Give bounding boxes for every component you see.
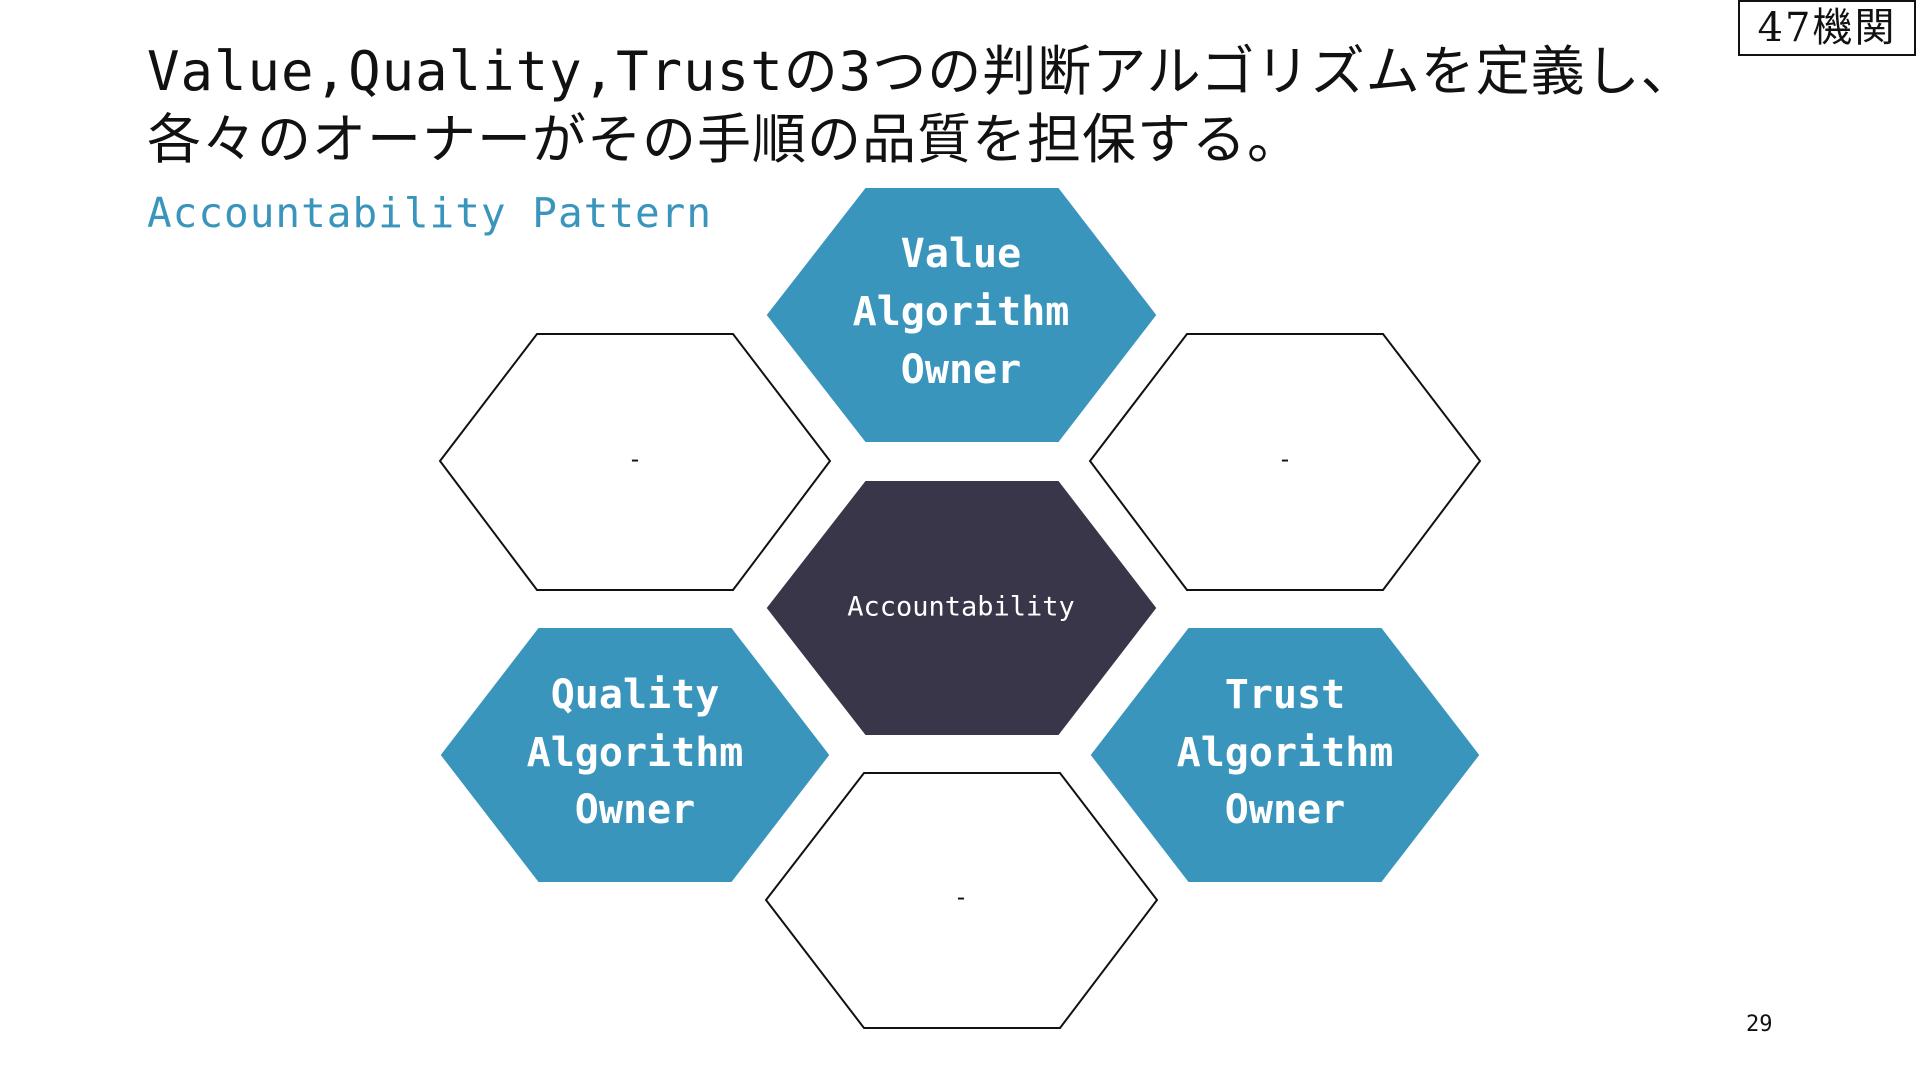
slide-title: Value,Quality,Trustの3つの判断アルゴリズムを定義し、 各々の… [147,38,1747,174]
hex-upper-right-empty: - [1088,333,1482,591]
hex-trust-algorithm-owner: Trust Algorithm Owner [1090,628,1480,882]
page-number: 29 [1746,1012,1773,1037]
logo: 47機関 [1738,0,1916,56]
slide-subtitle: Accountability Pattern [147,189,713,237]
hex-value-algorithm-owner: Value Algorithm Owner [766,188,1157,442]
bottom-hex-label: - [954,883,968,911]
quality-label-line-1: Quality [551,672,720,718]
value-label-line-2: Algorithm [853,289,1070,335]
quality-label-line-2: Algorithm [527,730,744,776]
upper-right-hex-label: - [1278,445,1292,473]
trust-label-line-2: Algorithm [1177,730,1394,776]
trust-label-line-1: Trust [1225,672,1345,718]
hex-quality-algorithm-owner: Quality Algorithm Owner [440,628,830,882]
trust-label-line-3: Owner [1225,787,1345,833]
hex-bottom-empty: - [764,772,1159,1029]
center-hex-label: Accountability [847,592,1075,623]
hex-upper-left-empty: - [438,333,832,591]
quality-label-line-3: Owner [575,787,695,833]
slide-title-line-1: Value,Quality,Trustの3つの判断アルゴリズムを定義し、 [147,40,1696,103]
value-label-line-1: Value [901,231,1021,277]
hex-accountability-center: Accountability [766,481,1157,735]
value-label-line-3: Owner [901,347,1021,393]
upper-left-hex-label: - [628,445,642,473]
slide-title-line-2: 各々のオーナーがその手順の品質を担保する。 [147,108,1302,171]
